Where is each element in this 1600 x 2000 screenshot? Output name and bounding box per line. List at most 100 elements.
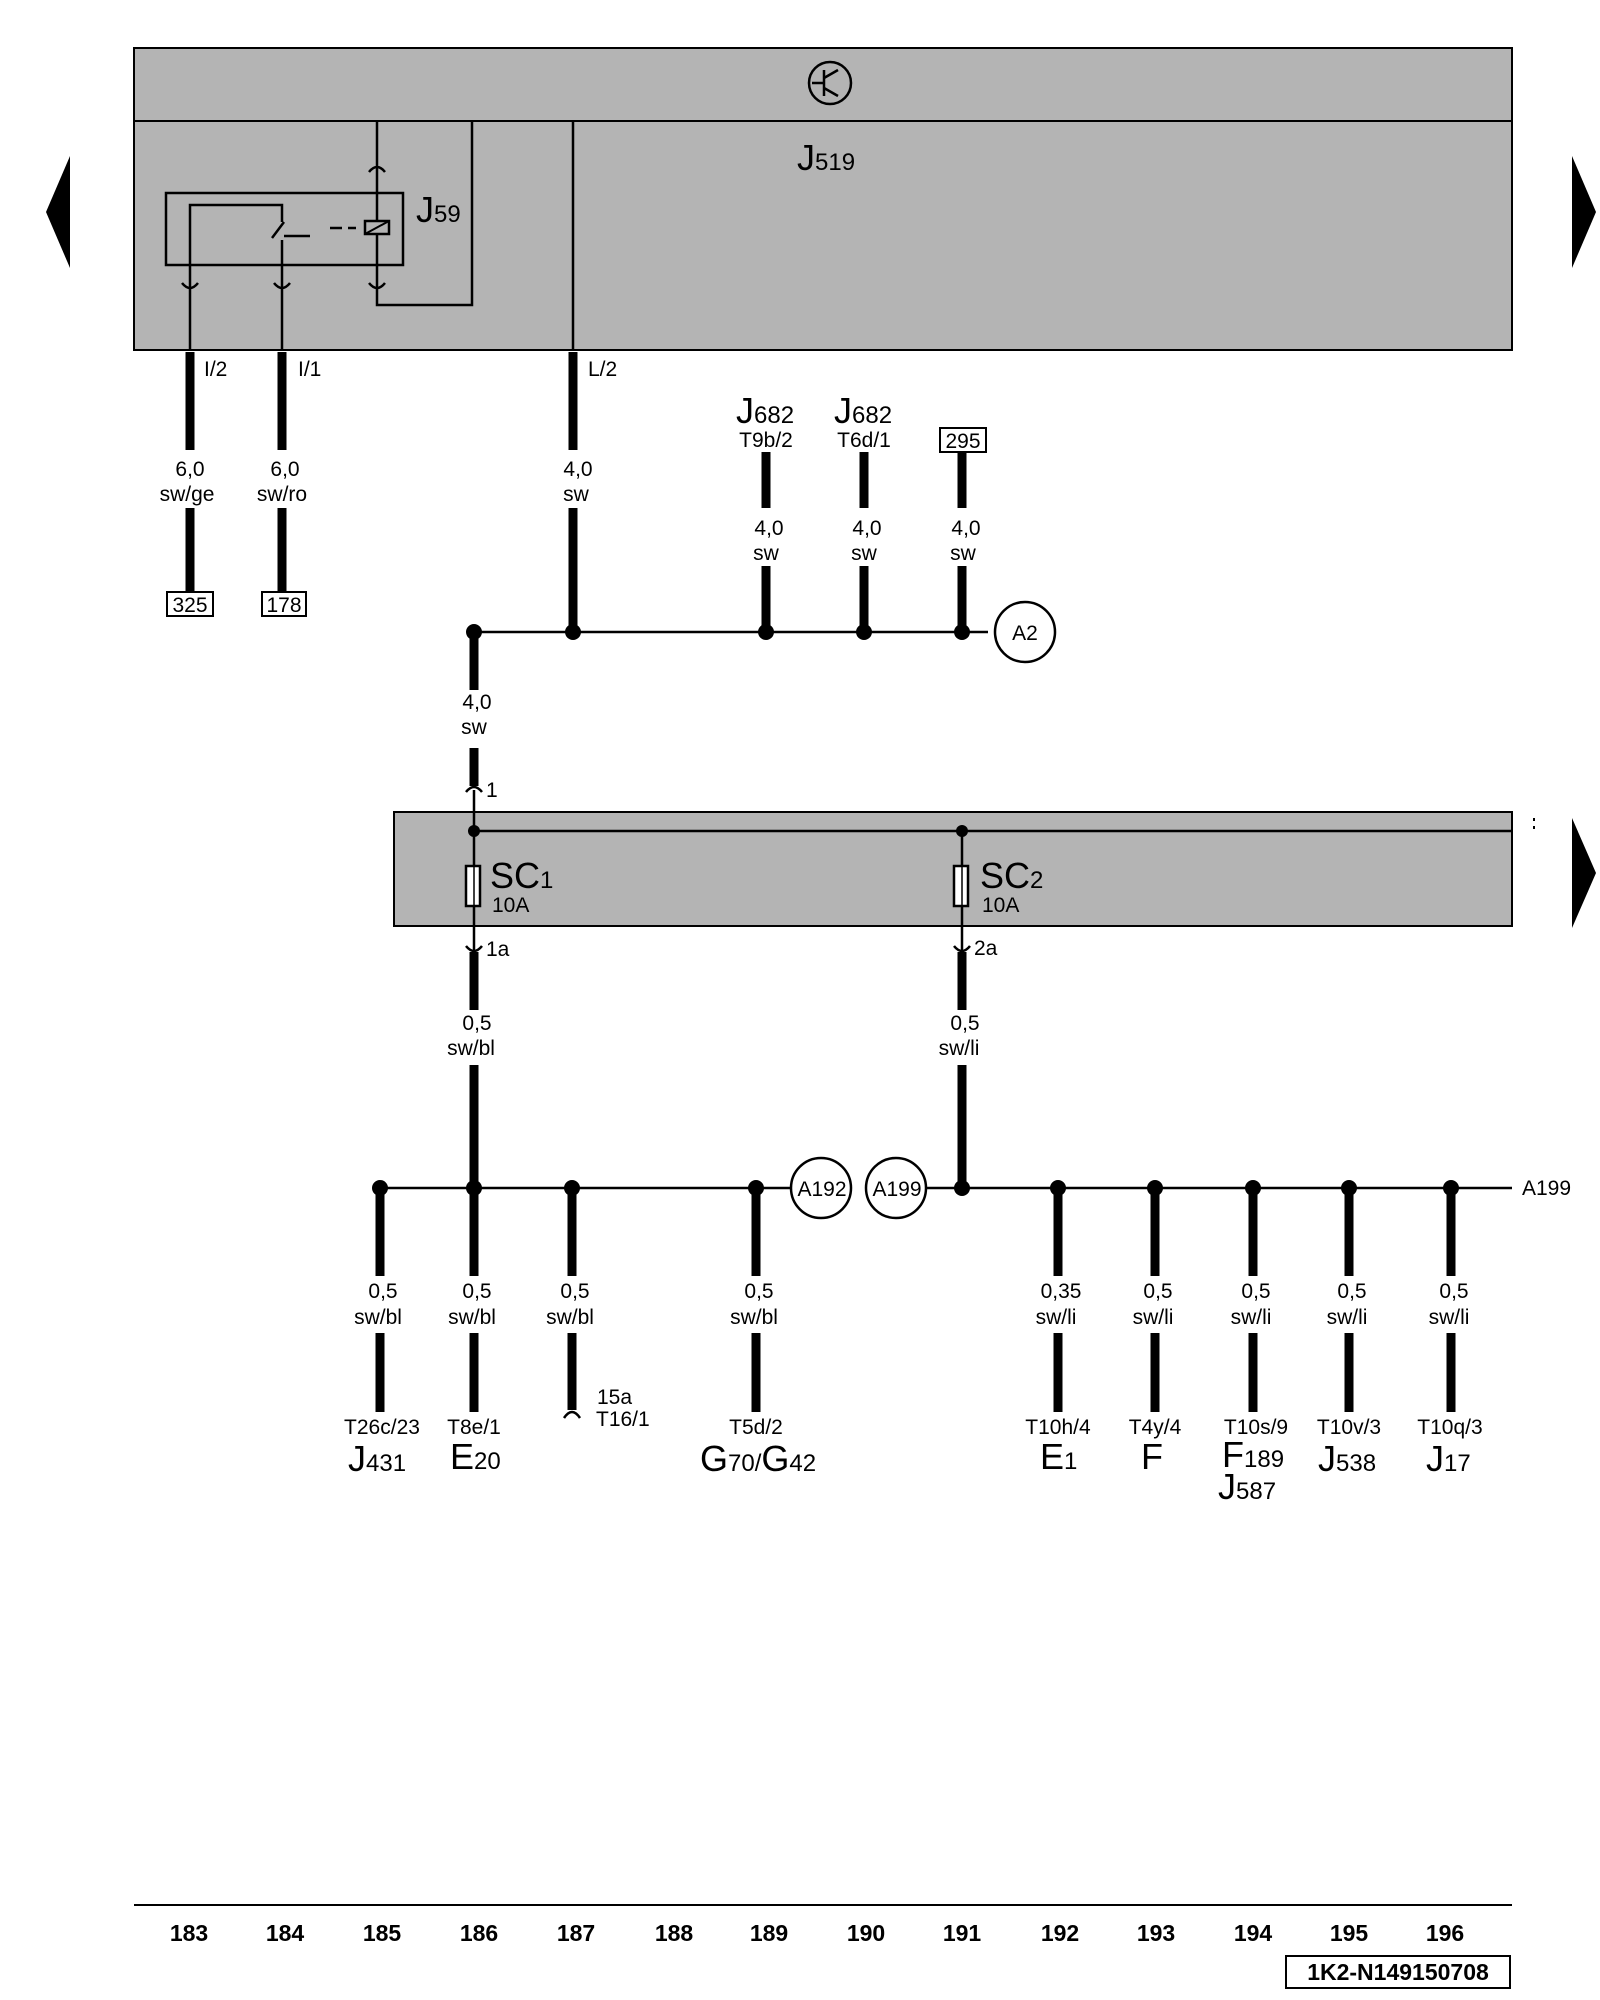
wire-194-size: 0,5: [1241, 1280, 1270, 1303]
wire-193-size: 0,5: [1143, 1280, 1172, 1303]
column-number: 190: [847, 1920, 885, 1946]
term-185: T26c/23: [344, 1416, 420, 1439]
sc2-out-terminal-marker: [953, 945, 971, 953]
footer-code: 1K2-N149150708: [1307, 1959, 1489, 1985]
wire-j682a-color: sw: [753, 542, 780, 565]
wire-196-color: sw/li: [1429, 1306, 1470, 1329]
wire-185-color: sw/bl: [354, 1306, 402, 1329]
term-192: T10h/4: [1025, 1416, 1091, 1439]
wire-193-color: sw/li: [1133, 1306, 1174, 1329]
thick-wires-lower: [469, 952, 967, 1188]
fuse-sc2-label: SC2: [980, 855, 1043, 896]
wire-feed-size: 4,0: [462, 691, 491, 714]
wire-192-color: sw/li: [1036, 1306, 1077, 1329]
component-j587: J587: [1218, 1466, 1276, 1507]
term-194: T10s/9: [1224, 1416, 1288, 1439]
pin-sc1-out: 1a: [486, 938, 510, 961]
relay-switch-contact: [188, 203, 356, 287]
component-j538: J538: [1318, 1438, 1376, 1479]
ref-box-178: [261, 591, 307, 617]
term-186: T8e/1: [447, 1416, 501, 1439]
column-number: 196: [1426, 1920, 1464, 1946]
wire-186-size: 0,5: [462, 1280, 491, 1303]
column-numbers: 183 184 185 186 187 188 189 190 191 192 …: [170, 1920, 1464, 1946]
connector-j682-b-term: T6d/1: [837, 429, 891, 452]
module-j519-label: J519: [797, 137, 855, 178]
wire-j682b-color: sw: [851, 542, 878, 565]
bus-a2-joints: [466, 624, 970, 640]
node-a192-circle: [789, 1156, 853, 1220]
node-a199: A199: [872, 1178, 921, 1201]
pin-sc2-out: 2a: [974, 937, 998, 960]
fuse-sc2-rating: 10A: [982, 894, 1019, 917]
terminal-15a-marker: [562, 1410, 582, 1419]
component-j17: J17: [1426, 1438, 1471, 1479]
wire-187-color: sw/bl: [546, 1306, 594, 1329]
wire-194-color: sw/li: [1231, 1306, 1272, 1329]
ref-325: 325: [172, 594, 207, 617]
fuse-sc1-body: [464, 864, 482, 908]
wire-195-color: sw/li: [1327, 1306, 1368, 1329]
relay-coil-slash: [364, 220, 390, 235]
pin-l2: L/2: [588, 358, 617, 381]
wire-295-size: 4,0: [951, 517, 980, 540]
wire-j682b-size: 4,0: [852, 517, 881, 540]
continuation-dots: [1533, 818, 1535, 829]
pin-fuse-input: 1: [486, 779, 498, 802]
relay-j59-label: J59: [416, 189, 461, 230]
ref-178: 178: [266, 594, 301, 617]
wire-i1-size: 6,0: [270, 458, 299, 481]
column-number: 192: [1041, 1920, 1079, 1946]
thick-wires-branches: [375, 1188, 1456, 1412]
term-187: T16/1: [596, 1408, 650, 1431]
wire-185-size: 0,5: [368, 1280, 397, 1303]
wire-186-color: sw/bl: [448, 1306, 496, 1329]
wire-195-size: 0,5: [1337, 1280, 1366, 1303]
footer-code-box: [1285, 1955, 1511, 1989]
connector-j682-a: J682: [736, 390, 794, 431]
wire-i2-size: 6,0: [175, 458, 204, 481]
component-g70-g42: G70/G42: [700, 1438, 816, 1479]
component-e20: E20: [450, 1436, 501, 1477]
column-number: 185: [363, 1920, 402, 1946]
pin-i1: I/1: [298, 358, 321, 381]
term-196: T10q/3: [1417, 1416, 1482, 1439]
wire-i1-color: sw/ro: [257, 483, 307, 506]
wire-i2-color: sw/ge: [160, 483, 215, 506]
pin-i2: I/2: [204, 358, 227, 381]
wire-295-color: sw: [950, 542, 977, 565]
ground-transistor-icon: [807, 60, 853, 106]
wire-l2-color: sw: [563, 483, 590, 506]
pin-15a: 15a: [597, 1386, 632, 1409]
prev-page-arrow-icon[interactable]: [46, 156, 70, 268]
fuse-sc2-body: [952, 864, 970, 908]
connector-j682-b: J682: [834, 390, 892, 431]
relay-wiring: [188, 121, 575, 350]
column-number: 183: [170, 1920, 208, 1946]
node-a2: A2: [1012, 622, 1038, 645]
component-f: F: [1141, 1436, 1163, 1477]
wire-sc1-color: sw/bl: [447, 1037, 495, 1060]
ref-295: 295: [945, 430, 980, 453]
connector-j682-a-term: T9b/2: [739, 429, 793, 452]
wire-192-size: 0,35: [1041, 1280, 1082, 1303]
fuse-sc1-label: SC1: [490, 855, 553, 896]
fuse-input-terminal-marker: [465, 785, 483, 793]
ref-box-325: [166, 591, 214, 617]
component-e1: E1: [1040, 1436, 1077, 1477]
column-number: 191: [943, 1920, 982, 1946]
relay-j59-box: [164, 191, 405, 267]
continuation-arrow-icon[interactable]: [1572, 818, 1596, 928]
column-number: 188: [655, 1920, 694, 1946]
relay-terminal-markers: [181, 165, 386, 290]
column-number: 187: [557, 1920, 595, 1946]
wire-sc2-size: 0,5: [950, 1012, 979, 1035]
next-page-arrow-icon[interactable]: [1572, 156, 1596, 268]
wire-189-size: 0,5: [744, 1280, 773, 1303]
column-number: 186: [460, 1920, 498, 1946]
node-a192: A192: [797, 1178, 846, 1201]
wire-189-color: sw/bl: [730, 1306, 778, 1329]
node-a2-circle: [993, 600, 1057, 664]
column-number: 194: [1234, 1920, 1273, 1946]
